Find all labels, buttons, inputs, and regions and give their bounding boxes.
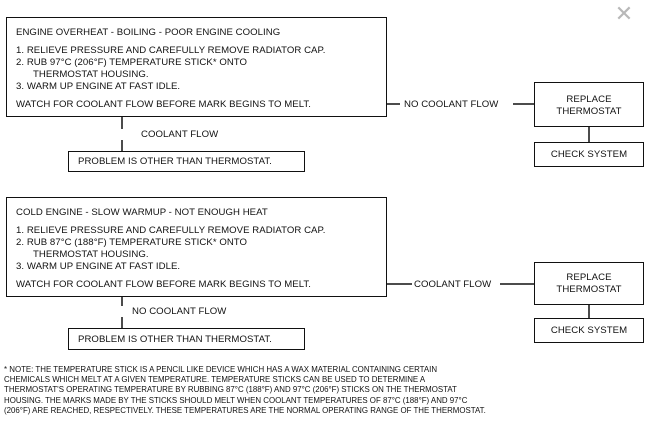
chart2-step3: 3. WARM UP ENGINE AT FAST IDLE.	[16, 261, 181, 272]
chart2-other-result-text: PROBLEM IS OTHER THAN THERMOSTAT.	[78, 334, 272, 345]
close-icon[interactable]: ✕	[614, 1, 634, 27]
chart1-check-text: CHECK SYSTEM	[550, 149, 628, 160]
temperature-stick-footnote: * NOTE: THE TEMPERATURE STICK IS A PENCI…	[4, 365, 486, 415]
chart2-procedure-box	[6, 197, 387, 297]
chart1-replace-line1: REPLACE	[566, 94, 612, 105]
chart2-check-text: CHECK SYSTEM	[550, 325, 628, 336]
chart2-title: COLD ENGINE - SLOW WARMUP - NOT ENOUGH H…	[16, 207, 268, 218]
chart1-other-result-text: PROBLEM IS OTHER THAN THERMOSTAT.	[78, 156, 272, 167]
chart1-replace-line2: THERMOSTAT	[556, 106, 622, 117]
chart1-down-branch-label: COOLANT FLOW	[141, 129, 219, 140]
chart1-step2b: THERMOSTAT HOUSING.	[33, 69, 149, 80]
chart2-other-result-box	[68, 328, 305, 350]
chart2-replace-box	[534, 262, 644, 305]
chart2-step1: 1. RELIEVE PRESSURE AND CAREFULLY REMOVE…	[16, 225, 326, 236]
chart2-check-box	[534, 318, 644, 343]
chart2-right-branch-label: COOLANT FLOW	[414, 279, 492, 290]
chart2-step2a: 2. RUB 87°C (188°F) TEMPERATURE STICK* O…	[16, 237, 248, 248]
chart2-replace-line1: REPLACE	[566, 272, 612, 283]
chart1-check-box	[534, 142, 644, 167]
chart1-title: ENGINE OVERHEAT - BOILING - POOR ENGINE …	[16, 27, 281, 38]
chart1-step1: 1. RELIEVE PRESSURE AND CAREFULLY REMOVE…	[16, 45, 326, 56]
chart2-replace-line2: THERMOSTAT	[556, 284, 622, 295]
chart1-replace-box	[534, 82, 644, 127]
chart2-down-branch-label: NO COOLANT FLOW	[132, 306, 227, 317]
chart1-other-result-box	[68, 151, 305, 172]
chart2-watch: WATCH FOR COOLANT FLOW BEFORE MARK BEGIN…	[16, 279, 311, 290]
chart2-step2b: THERMOSTAT HOUSING.	[33, 249, 149, 260]
chart1-step3: 3. WARM UP ENGINE AT FAST IDLE.	[16, 81, 181, 92]
chart1-right-branch-label: NO COOLANT FLOW	[404, 99, 499, 110]
chart1-step2a: 2. RUB 97°C (206°F) TEMPERATURE STICK* O…	[16, 57, 248, 68]
chart1-procedure-box	[6, 17, 387, 117]
chart1-watch: WATCH FOR COOLANT FLOW BEFORE MARK BEGIN…	[16, 99, 311, 110]
